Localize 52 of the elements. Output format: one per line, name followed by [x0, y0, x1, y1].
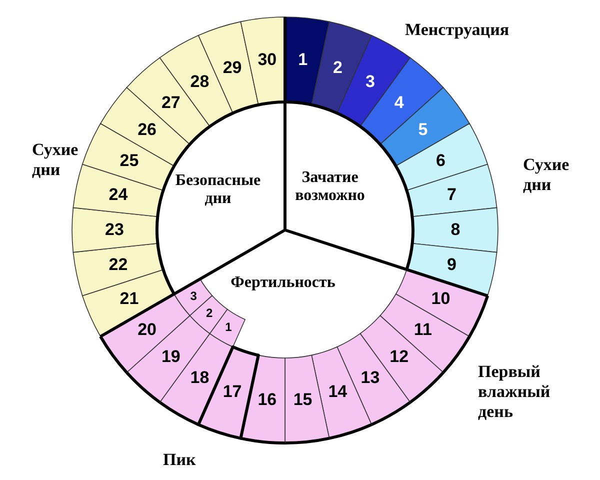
day-number: 3 — [190, 290, 197, 303]
phase-label: Безопасные дни — [174, 172, 262, 208]
day-number: 3 — [366, 72, 375, 92]
day-number: 20 — [138, 320, 157, 340]
day-number: 2 — [332, 58, 342, 78]
day-number: 13 — [360, 368, 380, 388]
day-number: 17 — [222, 382, 242, 402]
day-number: 1 — [298, 50, 308, 70]
day-number: 8 — [450, 220, 460, 240]
day-number: 14 — [328, 382, 348, 402]
region-label: Менструация — [405, 20, 510, 40]
day-number: 12 — [390, 346, 409, 367]
day-number: 19 — [161, 346, 180, 367]
day-number: 21 — [120, 289, 139, 310]
day-segment — [360, 57, 444, 145]
day-segment — [380, 294, 471, 374]
day-number: 1 — [225, 321, 232, 334]
day-number: 25 — [120, 150, 139, 171]
day-segment — [360, 315, 444, 404]
day-segment — [100, 87, 190, 166]
day-number: 5 — [418, 120, 428, 140]
day-number: 28 — [190, 72, 210, 92]
day-number: 24 — [108, 184, 128, 205]
day-segment — [240, 16, 286, 106]
day-segment — [72, 207, 158, 253]
day-number: 11 — [414, 320, 432, 340]
region-label: Первый влажный день — [478, 362, 552, 422]
region-label: Пик — [163, 450, 197, 470]
day-number: 15 — [293, 390, 312, 410]
region-label: Сухие дни — [523, 155, 570, 195]
day-number: 10 — [431, 289, 450, 310]
day-segment — [126, 315, 210, 404]
day-number: 6 — [436, 150, 446, 171]
day-number: 9 — [447, 255, 456, 276]
day-number: 2 — [206, 307, 213, 320]
day-number: 4 — [394, 93, 404, 114]
day-segment — [380, 87, 470, 166]
day-number: 18 — [190, 368, 210, 388]
region-label: Сухие дни — [32, 140, 80, 180]
day-number: 7 — [447, 184, 456, 205]
phase-label: Зачатие возможно — [294, 169, 366, 205]
phase-label: Фертильность — [230, 274, 336, 292]
day-number: 29 — [222, 58, 242, 78]
day-segment — [412, 207, 498, 253]
day-number: 23 — [105, 220, 124, 240]
day-number: 30 — [258, 50, 277, 70]
day-number: 26 — [138, 120, 157, 140]
day-segment — [126, 57, 210, 145]
day-number: 27 — [161, 93, 180, 114]
day-number: 16 — [258, 390, 277, 410]
day-segment — [284, 354, 330, 444]
day-number: 22 — [108, 255, 128, 276]
